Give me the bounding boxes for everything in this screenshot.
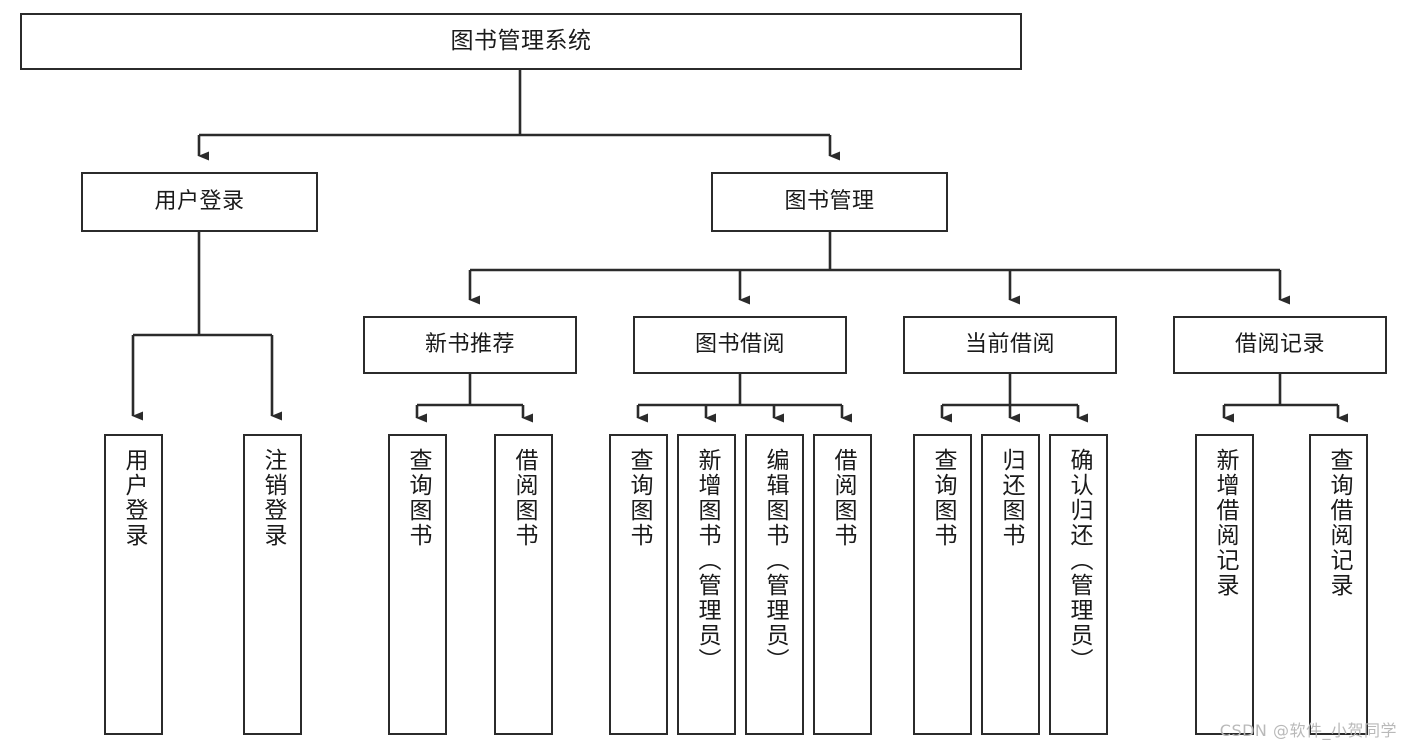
node-leaf-add-book[interactable]: 新增图书（管理员） xyxy=(677,434,736,735)
node-root-system[interactable]: 图书管理系统 xyxy=(20,13,1022,70)
node-root-system-label: 图书管理系统 xyxy=(450,27,592,54)
node-current-borrow[interactable]: 当前借阅 xyxy=(903,316,1117,374)
node-book-borrow-label: 图书借阅 xyxy=(694,331,785,357)
node-book-management[interactable]: 图书管理 xyxy=(711,172,948,232)
node-leaf-query-book-2-label: 查询图书 xyxy=(626,448,652,548)
node-leaf-borrow-book-1[interactable]: 借阅图书 xyxy=(494,434,553,735)
node-leaf-logout-login-label: 注销登录 xyxy=(260,448,286,548)
node-leaf-logout-login[interactable]: 注销登录 xyxy=(243,434,302,735)
node-new-book-recommend-label: 新书推荐 xyxy=(424,331,515,357)
node-leaf-edit-book-label: 编辑图书（管理员） xyxy=(762,448,788,673)
node-leaf-query-record-label: 查询借阅记录 xyxy=(1326,448,1352,598)
node-book-management-label: 图书管理 xyxy=(784,188,875,214)
node-leaf-user-login[interactable]: 用户登录 xyxy=(104,434,163,735)
node-current-borrow-label: 当前借阅 xyxy=(964,331,1055,357)
node-leaf-confirm-return[interactable]: 确认归还（管理员） xyxy=(1049,434,1108,735)
node-leaf-return-book[interactable]: 归还图书 xyxy=(981,434,1040,735)
node-leaf-borrow-book-1-label: 借阅图书 xyxy=(511,448,537,548)
node-leaf-user-login-label: 用户登录 xyxy=(121,448,147,548)
node-borrow-record-label: 借阅记录 xyxy=(1234,331,1325,357)
node-leaf-query-book-3[interactable]: 查询图书 xyxy=(913,434,972,735)
node-leaf-add-record-label: 新增借阅记录 xyxy=(1212,448,1238,598)
node-leaf-query-book-1[interactable]: 查询图书 xyxy=(388,434,447,735)
node-user-login[interactable]: 用户登录 xyxy=(81,172,318,232)
node-leaf-query-record[interactable]: 查询借阅记录 xyxy=(1309,434,1368,735)
node-leaf-borrow-book-2[interactable]: 借阅图书 xyxy=(813,434,872,735)
node-leaf-add-book-label: 新增图书（管理员） xyxy=(694,448,720,673)
node-borrow-record[interactable]: 借阅记录 xyxy=(1173,316,1387,374)
node-leaf-query-book-2[interactable]: 查询图书 xyxy=(609,434,668,735)
node-book-borrow[interactable]: 图书借阅 xyxy=(633,316,847,374)
node-new-book-recommend[interactable]: 新书推荐 xyxy=(363,316,577,374)
node-leaf-confirm-return-label: 确认归还（管理员） xyxy=(1066,448,1092,673)
node-leaf-borrow-book-2-label: 借阅图书 xyxy=(830,448,856,548)
node-leaf-edit-book[interactable]: 编辑图书（管理员） xyxy=(745,434,804,735)
node-user-login-label: 用户登录 xyxy=(154,188,245,214)
node-leaf-return-book-label: 归还图书 xyxy=(998,448,1024,548)
node-leaf-query-book-3-label: 查询图书 xyxy=(930,448,956,548)
node-leaf-query-book-1-label: 查询图书 xyxy=(405,448,431,548)
node-leaf-add-record[interactable]: 新增借阅记录 xyxy=(1195,434,1254,735)
